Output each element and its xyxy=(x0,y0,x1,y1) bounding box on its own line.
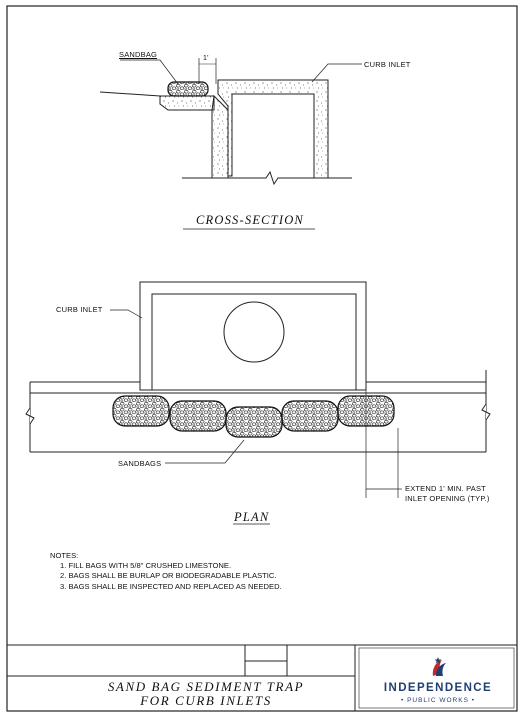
plan-curb-inlet-label: CURB INLET xyxy=(56,305,103,314)
curb-wall xyxy=(211,94,229,179)
title-block-frame xyxy=(7,644,517,711)
plan-title: PLAN xyxy=(234,510,270,524)
sandbag-1 xyxy=(112,395,170,427)
ground-line xyxy=(182,170,352,186)
sandbag-section xyxy=(167,81,209,97)
plan-sandbags-leader xyxy=(165,439,245,464)
drawing-title-line2: FOR CURB INLETS xyxy=(140,693,272,708)
sandbag-4 xyxy=(281,400,339,432)
inlet-box-inner xyxy=(151,293,357,390)
extend-note-line1: EXTEND 1' MIN. PAST xyxy=(405,484,486,493)
dimension-label: 1' xyxy=(203,55,209,62)
cross-section-drawing xyxy=(99,58,362,186)
sandbag-2 xyxy=(169,400,227,432)
note-item-2: 2. BAGS SHALL BE BURLAP OR BIODEGRADABLE… xyxy=(60,571,277,581)
cross-section-curb-inlet-label: CURB INLET xyxy=(364,60,411,69)
drawing-title-line1: SAND BAG SEDIMENT TRAP xyxy=(107,679,305,694)
curb-inlet-leader xyxy=(311,63,362,83)
cross-section-title: CROSS-SECTION xyxy=(196,213,304,227)
inlet-top-slab xyxy=(217,79,329,179)
inlet-box-outer xyxy=(139,281,367,391)
sandbag-row xyxy=(112,395,395,438)
inlet-opening-circle xyxy=(223,301,285,363)
logo-name: INDEPENDENCE xyxy=(383,682,493,694)
sandbag-label: SANDBAG xyxy=(119,50,158,59)
extend-note-line2: INLET OPENING (TYP.) xyxy=(405,494,490,503)
sheet-border xyxy=(6,5,518,712)
drawing-title: SAND BAG SEDIMENT TRAP FOR CURB INLETS xyxy=(60,680,352,708)
notes-block: NOTES: 1. FILL BAGS WITH 5/8" CRUSHED LI… xyxy=(50,551,282,592)
sandbag-3 xyxy=(225,406,283,438)
sandbag-leader xyxy=(120,59,179,85)
independence-logo-mark xyxy=(432,657,446,676)
notes-heading: NOTES: xyxy=(50,551,79,560)
note-item-1: 1. FILL BAGS WITH 5/8" CRUSHED LIMESTONE… xyxy=(60,561,232,571)
logo-subtitle: • PUBLIC WORKS • xyxy=(400,697,475,704)
note-item-3: 3. BAGS SHALL BE INSPECTED AND REPLACED … xyxy=(60,581,282,591)
plan-drawing xyxy=(25,281,491,453)
street-slab xyxy=(159,95,215,111)
plan-sandbags-label: SANDBAGS xyxy=(118,459,162,468)
plan-curb-inlet-leader xyxy=(110,309,143,319)
